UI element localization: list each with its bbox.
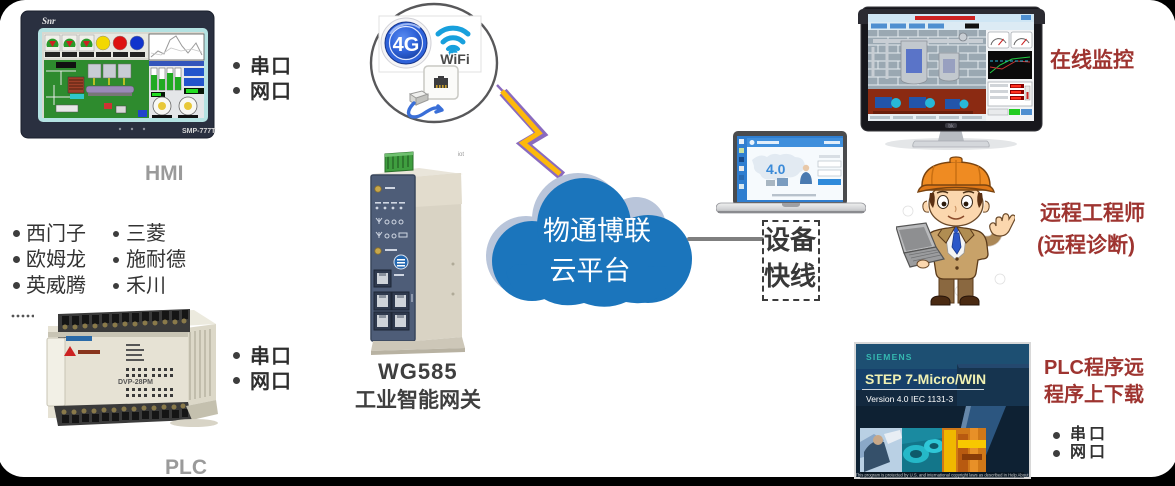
svg-text:iot: iot (458, 152, 465, 158)
svg-text:SMP-777T: SMP-777T (182, 128, 216, 135)
svg-text:Version 4.0 IEC 1131-3: Version 4.0 IEC 1131-3 (866, 394, 954, 404)
svg-text:Snr: Snr (42, 16, 56, 26)
svg-text:WiFi: WiFi (440, 51, 469, 67)
svg-text:SIEMENS: SIEMENS (866, 352, 913, 362)
svg-text:4.0: 4.0 (766, 161, 786, 177)
svg-text:STEP 7-Micro/WIN: STEP 7-Micro/WIN (865, 371, 986, 387)
svg-text:bk: bk (948, 124, 954, 130)
svg-text:This program is protected by U: This program is protected by U.S. and in… (855, 473, 1029, 478)
svg-text:DVP-28PM: DVP-28PM (118, 379, 153, 386)
svg-text:4G: 4G (393, 34, 420, 56)
